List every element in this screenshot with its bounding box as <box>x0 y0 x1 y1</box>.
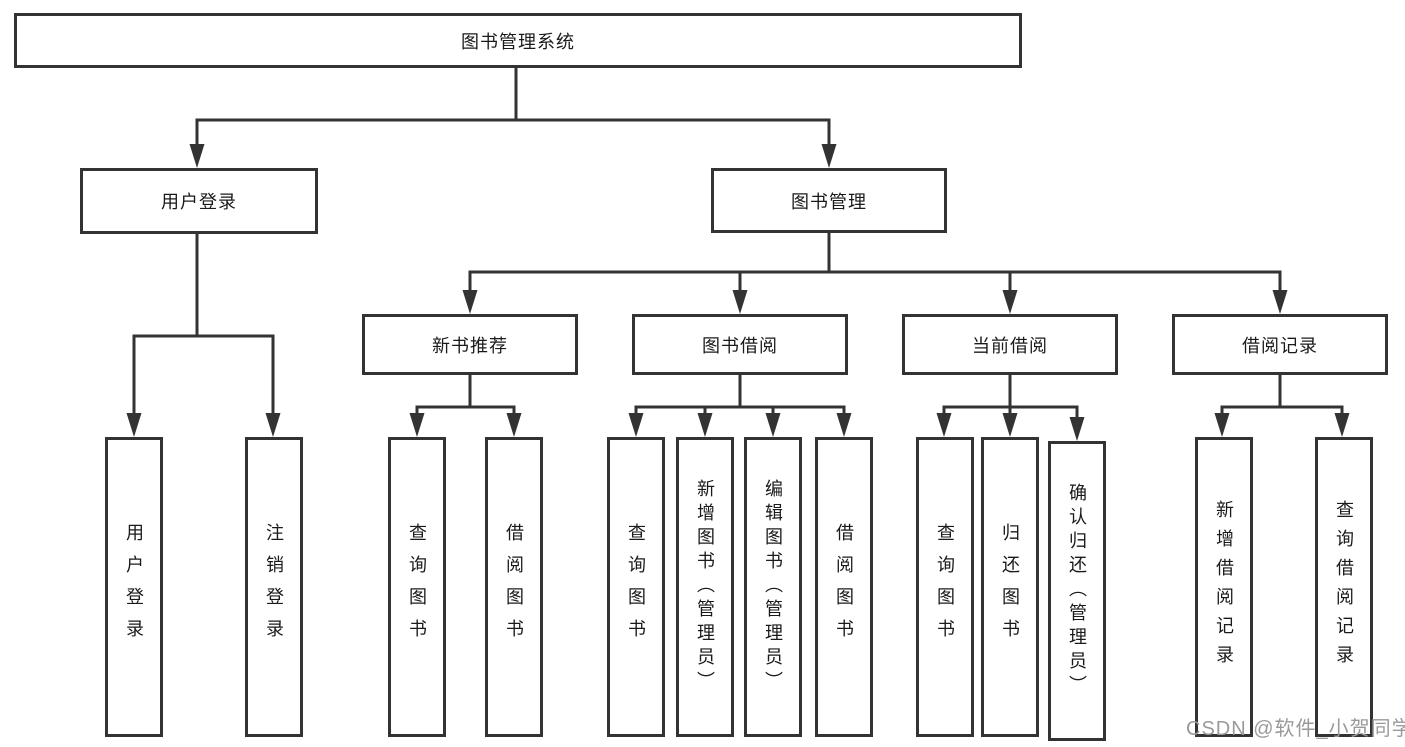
node-book-management: 图书管理 <box>711 168 947 233</box>
csdn-watermark: CSDN @软件_小贺同学 <box>1186 718 1405 740</box>
node-current-borrowing: 当前借阅 <box>902 314 1118 375</box>
leaf-logout: 注销登录 <box>245 437 303 737</box>
leaf-borrow-books: 借阅图书 <box>815 437 873 737</box>
connector-new-book-fork <box>415 373 516 417</box>
leaf-confirm-return-admin: 确认归还（管理员） <box>1048 441 1106 741</box>
leaf-borrow-books-recommend: 借阅图书 <box>485 437 543 737</box>
node-user-login: 用户登录 <box>80 168 318 234</box>
leaf-query-books-current: 查询图书 <box>916 437 974 737</box>
leaf-edit-book-admin: 编辑图书（管理员） <box>744 437 802 737</box>
connector-current-borrow-fork <box>942 373 1079 421</box>
leaf-query-books-recommend: 查询图书 <box>388 437 446 737</box>
node-new-book-recommendation: 新书推荐 <box>362 314 578 375</box>
leaf-query-books-borrow: 查询图书 <box>607 437 665 737</box>
leaf-add-book-admin: 新增图书（管理员） <box>676 437 734 737</box>
leaf-user-login: 用户登录 <box>105 437 163 737</box>
connector-book-borrow-fork <box>634 373 846 417</box>
leaf-add-borrow-record: 新增借阅记录 <box>1195 437 1253 737</box>
node-book-borrowing: 图书借阅 <box>632 314 848 375</box>
leaf-return-books: 归还图书 <box>981 437 1039 737</box>
arrowheads <box>126 144 1350 441</box>
connector-user-login-fork <box>132 232 275 417</box>
node-library-management-system: 图书管理系统 <box>14 13 1022 68</box>
leaf-query-borrow-record: 查询借阅记录 <box>1315 437 1373 737</box>
connector-borrow-records-fork <box>1220 373 1344 417</box>
connector-book-mgmt-fork <box>468 231 1282 294</box>
node-borrowing-records: 借阅记录 <box>1172 314 1388 375</box>
connector-root-to-level2 <box>195 66 831 148</box>
